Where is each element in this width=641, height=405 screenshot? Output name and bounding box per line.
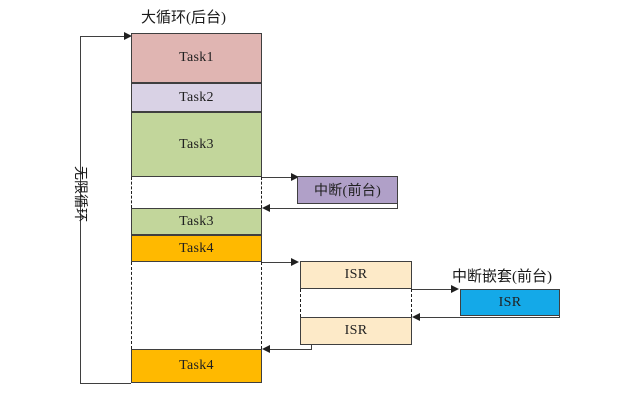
isr-block-label: ISR: [344, 323, 368, 338]
task-block-label: Task1: [179, 50, 214, 65]
nested-isr-block: ISR: [460, 289, 560, 316]
loop-bracket-arrow-icon: [124, 31, 132, 40]
interrupt-return-line: [268, 208, 398, 209]
task-block-label: Task4: [179, 240, 214, 256]
isr-return-arrow-icon: [262, 344, 270, 353]
task-block-task1: Task1: [131, 33, 262, 83]
task-block-task3-first: Task3: [131, 112, 262, 177]
task-block-label: Task2: [179, 89, 214, 105]
background-loop-title: 大循环(后台): [141, 10, 226, 26]
isr-block-first: ISR: [300, 261, 412, 289]
infinite-loop-label: 无限循环: [72, 166, 87, 222]
interrupt-block-label: 中断(前台): [313, 184, 382, 199]
task-block-label: Task3: [179, 213, 214, 229]
nested-isr-return-line: [418, 317, 560, 318]
nested-isr-enter-line: [412, 289, 455, 290]
preempt-gap-dash-left: [131, 177, 132, 208]
isr-gap-dash-left: [300, 289, 301, 317]
interrupt-return-arrow-icon: [262, 203, 270, 212]
task-block-label: Task4: [179, 358, 214, 373]
isr-gap-dash-right: [411, 289, 412, 317]
isr-enter-arrow-icon: [291, 257, 299, 266]
isr-return-line: [268, 349, 312, 350]
nested-interrupt-title: 中断嵌套(前台): [452, 269, 552, 285]
loop-bracket-top: [80, 36, 127, 37]
task-block-task4-first: Task4: [131, 235, 262, 262]
interrupt-enter-arrow-icon: [291, 172, 299, 181]
isr-block-label: ISR: [344, 267, 368, 282]
loop-bracket-bottom: [80, 383, 131, 384]
bottom-caption-fragment: [238, 396, 398, 404]
isr-block-second: ISR: [300, 317, 412, 345]
nested-isr-enter-arrow-icon: [451, 284, 459, 293]
preempt-gap2-dash-left: [131, 262, 132, 349]
task-block-label: Task3: [179, 136, 214, 152]
nested-isr-block-label: ISR: [498, 294, 522, 310]
task-block-task2: Task2: [131, 83, 262, 112]
isr-return-riser: [311, 345, 312, 349]
preempt-gap-dash-right: [261, 177, 262, 208]
nested-isr-return-riser: [559, 316, 560, 317]
preempt-gap2-dash-right: [261, 262, 262, 349]
isr-enter-line: [262, 262, 295, 263]
loop-bracket-vertical: [80, 36, 81, 384]
interrupt-enter-line: [262, 177, 296, 178]
nested-isr-return-arrow-icon: [412, 312, 420, 321]
interrupt-block: 中断(前台): [297, 176, 398, 204]
task-block-task4-resumed: Task4: [131, 349, 262, 383]
task-block-task3-resumed: Task3: [131, 208, 262, 235]
